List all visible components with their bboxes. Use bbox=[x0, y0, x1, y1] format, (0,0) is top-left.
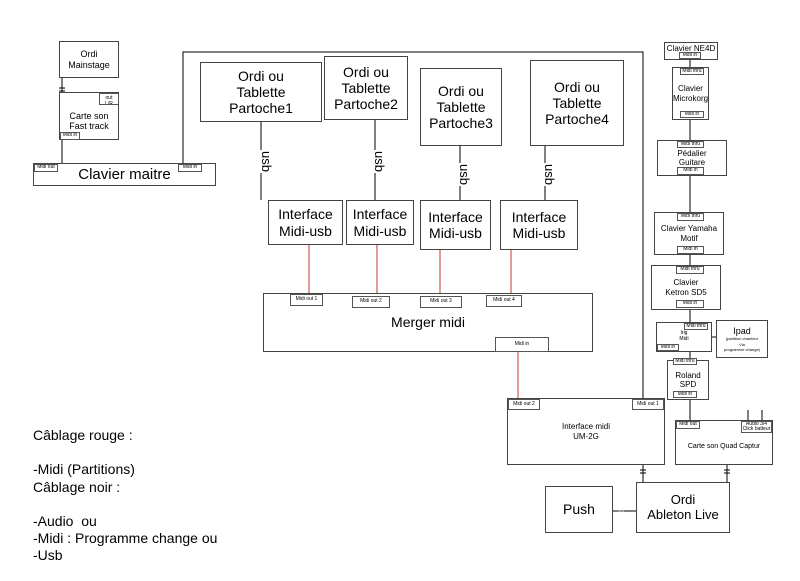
usb-label-1: usb bbox=[258, 150, 274, 173]
roland-midi-thru-port: Midi thru bbox=[673, 358, 697, 365]
um2g-midi-out-2-port: Midi out 2 bbox=[508, 399, 540, 410]
roland-midi-in-port: Midi in bbox=[673, 391, 697, 398]
legend-red-items: -Midi (Partitions) bbox=[33, 461, 135, 477]
pedalier-midi-in-port: Midi in bbox=[677, 167, 704, 175]
legend-black-items: -Audio ou -Midi : Programme change ou -U… bbox=[33, 513, 218, 563]
merger-midi-out-4-port: Midi out 4 bbox=[486, 295, 522, 307]
partoche2-box: Ordi ou Tablette Partoche2 bbox=[324, 56, 408, 120]
legend-black: Câblage noir : -Audio ou -Midi : Program… bbox=[33, 462, 217, 581]
yamaha-midi-thru-port: Midi thru bbox=[677, 213, 704, 221]
quad-audio-click-port: Audio 3/4 Click batteur bbox=[741, 421, 772, 433]
ordi-ableton-box: Ordi Ableton Live bbox=[636, 482, 730, 533]
legend-red: Câblage rouge : -Midi (Partitions) bbox=[33, 410, 135, 495]
audio-out-lr-port: Audio out L/R bbox=[99, 93, 119, 105]
merger-midi-out-2-port: Midi out 2 bbox=[352, 296, 390, 308]
microkorg-midi-thru-port: Midi thru bbox=[680, 68, 704, 75]
interface1-box: Interface Midi-usb bbox=[268, 200, 343, 245]
quad-midi-out-port: Midi out bbox=[676, 421, 700, 429]
ordi-mainstage-box: Ordi Mainstage bbox=[59, 41, 119, 78]
clavier-ne4d-box: Clavier NE4D bbox=[664, 42, 718, 60]
ordi-mainstage-label: Ordi Mainstage bbox=[68, 49, 110, 70]
yamaha-midi-in-port: Midi in bbox=[677, 246, 704, 254]
merger-midi-in-port: Midi in bbox=[495, 337, 549, 352]
usb-label-3: usb bbox=[456, 163, 472, 186]
irig-midi-in-port: Midi in bbox=[657, 344, 679, 351]
legend-red-title: Câblage rouge : bbox=[33, 427, 133, 443]
fasttrack-midi-in-port: Midi in bbox=[60, 132, 80, 140]
wire-clavier-um2g bbox=[182, 51, 644, 400]
microkorg-midi-in-port: Midi in bbox=[680, 111, 704, 118]
interface4-box: Interface Midi-usb bbox=[500, 200, 578, 250]
ketron-midi-thru-port: Midi thru bbox=[676, 266, 704, 274]
merger-midi-out-3-port: Midi out 3 bbox=[420, 296, 462, 308]
merger-midi-out-1-port: Midi out 1 bbox=[290, 294, 323, 306]
clavier-microkorg-box: Clavier Microkorg bbox=[672, 67, 709, 120]
usb-label-4: usb bbox=[541, 163, 557, 186]
carte-son-fast-track-label: Carte son Fast track bbox=[69, 110, 109, 131]
push-box: Push bbox=[545, 486, 613, 533]
push-usb-label: usb bbox=[618, 508, 625, 513]
ipad-title: Ipad bbox=[733, 326, 751, 337]
partoche3-box: Ordi ou Tablette Partoche3 bbox=[420, 68, 502, 146]
wiring-layer bbox=[59, 51, 763, 512]
legend-black-title: Câblage noir : bbox=[33, 479, 121, 495]
pedalier-midi-thru-port: Midi thru bbox=[677, 141, 704, 148]
partoche4-box: Ordi ou Tablette Partoche4 bbox=[530, 60, 624, 146]
clavier-maitre-label: Clavier maitre bbox=[78, 165, 171, 183]
interface2-box: Interface Midi-usb bbox=[346, 200, 414, 245]
interface3-box: Interface Midi-usb bbox=[420, 200, 491, 250]
clavier-midi-in-port: Midi in bbox=[178, 164, 202, 172]
ketron-midi-in-port: Midi in bbox=[676, 300, 704, 308]
ne4d-midi-in-port: Midi in bbox=[679, 52, 701, 59]
ipad-subtitle: (partition chanteur Via programme change… bbox=[723, 336, 761, 352]
clavier-midi-out-port: Midi out bbox=[34, 164, 58, 172]
irig-midi-thru-port: Midi thru bbox=[684, 323, 708, 330]
usb-label-2: usb bbox=[371, 150, 387, 173]
clavier-maitre-box: Clavier maitre bbox=[33, 163, 216, 186]
ipad-box: Ipad (partition chanteur Via programme c… bbox=[716, 320, 768, 358]
partoche1-box: Ordi ou Tablette Partoche1 bbox=[200, 62, 322, 122]
um2g-midi-out-1-port: Midi out 1 bbox=[632, 399, 664, 410]
